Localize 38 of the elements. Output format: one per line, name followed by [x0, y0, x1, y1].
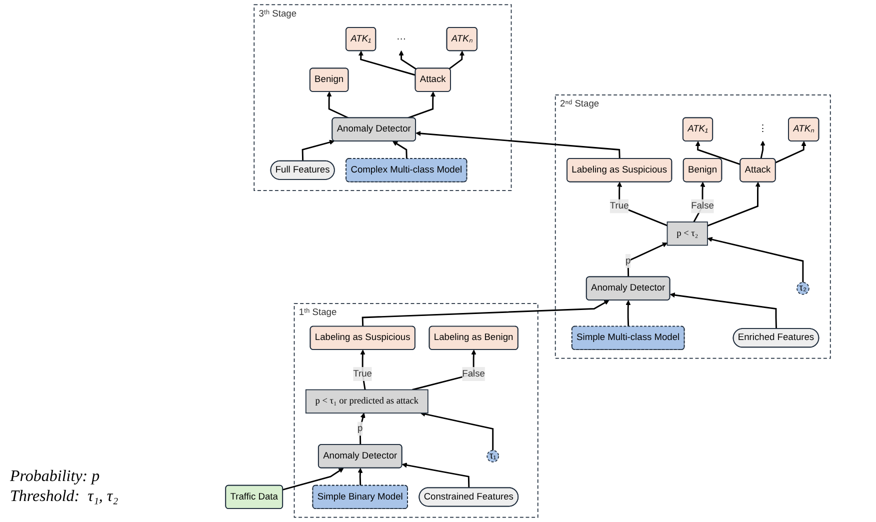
arrow	[408, 92, 436, 119]
arrow	[358, 50, 416, 76]
legend-note: Threshold: τ₁, τ₂	[10, 488, 118, 506]
edge-label: True	[610, 200, 629, 211]
arrow	[627, 242, 668, 278]
arrow	[358, 468, 363, 486]
arrow	[416, 130, 620, 159]
arrow	[362, 300, 610, 327]
node-text: ···	[396, 34, 406, 44]
arrow	[412, 350, 476, 390]
edge-label: p	[625, 256, 631, 266]
edge-label: p	[358, 424, 363, 434]
arrow	[448, 50, 465, 70]
arrow	[707, 236, 804, 282]
node-circle: τ₁	[486, 450, 500, 462]
node-text: ⋮	[758, 124, 768, 134]
arrow	[760, 140, 766, 159]
arrow	[282, 468, 344, 490]
arrow	[326, 92, 349, 119]
arrow	[670, 292, 777, 329]
arrow	[626, 300, 631, 327]
arrow	[402, 462, 470, 488]
arrow	[398, 50, 417, 70]
arrow	[302, 140, 334, 162]
edge-label: True	[353, 368, 372, 379]
node-box: p < τ₂	[666, 222, 708, 246]
edge-label: False	[462, 368, 485, 379]
edge-label: False	[691, 200, 714, 211]
arrow	[392, 141, 408, 159]
arrow	[707, 182, 760, 226]
arrow	[359, 412, 366, 445]
node-circle: τ₂	[796, 282, 810, 295]
arrow	[775, 141, 806, 164]
arrow	[420, 412, 494, 450]
legend-note: Probability: p	[10, 468, 101, 486]
node-box: p < τ₁ or predicted as attack	[305, 389, 428, 414]
arrow	[616, 182, 668, 226]
arrow	[695, 141, 741, 166]
